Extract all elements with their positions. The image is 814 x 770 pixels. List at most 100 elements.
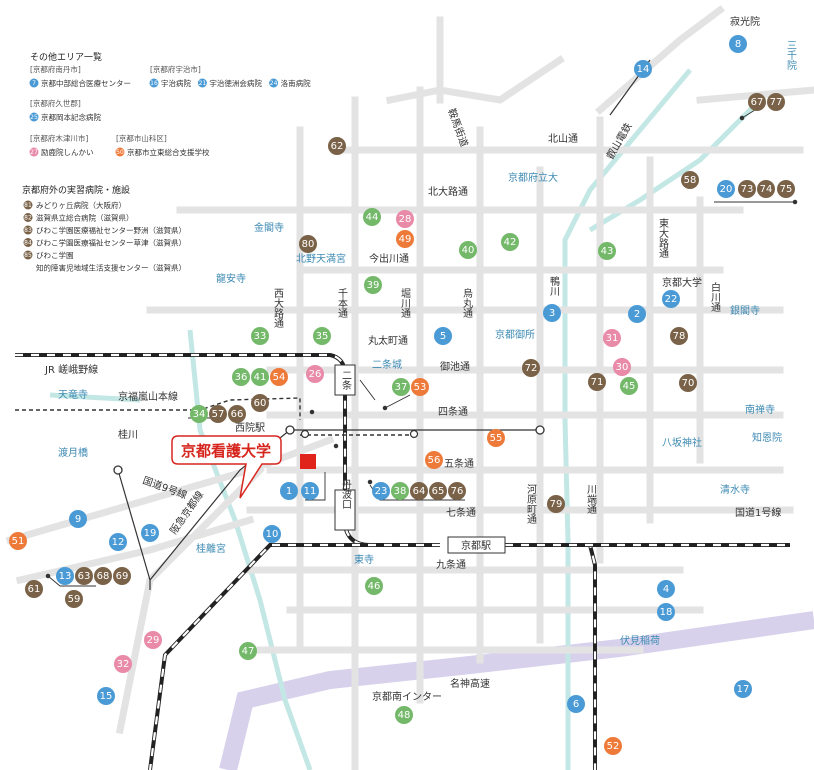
marker-18[interactable]: 18: [657, 603, 675, 621]
marker-69[interactable]: 69: [113, 567, 131, 585]
marker-13[interactable]: 13: [56, 567, 74, 585]
marker-76[interactable]: 76: [448, 482, 466, 500]
marker-15[interactable]: 15: [97, 687, 115, 705]
marker-77[interactable]: 77: [767, 93, 785, 111]
marker-73[interactable]: 73: [738, 180, 756, 198]
marker-circle[interactable]: [657, 580, 675, 598]
marker-circle[interactable]: [598, 242, 616, 260]
marker-circle[interactable]: [94, 567, 112, 585]
marker-12[interactable]: 12: [109, 533, 127, 551]
marker-26[interactable]: 26: [306, 365, 324, 383]
marker-80[interactable]: 80: [299, 235, 317, 253]
marker-circle[interactable]: [767, 93, 785, 111]
marker-58[interactable]: 58: [681, 171, 699, 189]
marker-47[interactable]: 47: [239, 642, 257, 660]
marker-circle[interactable]: [306, 365, 324, 383]
marker-circle[interactable]: [448, 482, 466, 500]
marker-74[interactable]: 74: [757, 180, 775, 198]
marker-75[interactable]: 75: [777, 180, 795, 198]
marker-34[interactable]: 34: [190, 405, 208, 423]
marker-37[interactable]: 37: [392, 378, 410, 396]
marker-circle[interactable]: [109, 533, 127, 551]
marker-10[interactable]: 10: [263, 525, 281, 543]
marker-40[interactable]: 40: [459, 241, 477, 259]
marker-56[interactable]: 56: [425, 451, 443, 469]
marker-circle[interactable]: [232, 368, 250, 386]
marker-circle[interactable]: [717, 180, 735, 198]
marker-39[interactable]: 39: [364, 276, 382, 294]
marker-circle[interactable]: [434, 327, 452, 345]
marker-circle[interactable]: [620, 377, 638, 395]
marker-42[interactable]: 42: [501, 233, 519, 251]
marker-28[interactable]: 28: [396, 210, 414, 228]
marker-36[interactable]: 36: [232, 368, 250, 386]
marker-circle[interactable]: [777, 180, 795, 198]
marker-circle[interactable]: [567, 695, 585, 713]
marker-64[interactable]: 64: [410, 482, 428, 500]
marker-circle[interactable]: [411, 378, 429, 396]
marker-9[interactable]: 9: [69, 510, 87, 528]
marker-circle[interactable]: [543, 304, 561, 322]
marker-62[interactable]: 62: [328, 137, 346, 155]
marker-22[interactable]: 22: [662, 290, 680, 308]
marker-52[interactable]: 52: [604, 737, 622, 755]
marker-circle[interactable]: [56, 567, 74, 585]
marker-circle[interactable]: [634, 60, 652, 78]
marker-14[interactable]: 14: [634, 60, 652, 78]
marker-circle[interactable]: [729, 35, 747, 53]
marker-circle[interactable]: [392, 378, 410, 396]
marker-circle[interactable]: [251, 327, 269, 345]
marker-circle[interactable]: [738, 180, 756, 198]
marker-2[interactable]: 2: [628, 305, 646, 323]
marker-35[interactable]: 35: [313, 327, 331, 345]
marker-circle[interactable]: [365, 577, 383, 595]
marker-circle[interactable]: [75, 567, 93, 585]
marker-53[interactable]: 53: [411, 378, 429, 396]
marker-63[interactable]: 63: [75, 567, 93, 585]
marker-20[interactable]: 20: [717, 180, 735, 198]
marker-57[interactable]: 57: [209, 405, 227, 423]
marker-circle[interactable]: [487, 429, 505, 447]
marker-54[interactable]: 54: [270, 368, 288, 386]
marker-circle[interactable]: [429, 482, 447, 500]
marker-30[interactable]: 30: [613, 358, 631, 376]
marker-circle[interactable]: [757, 180, 775, 198]
marker-circle[interactable]: [263, 525, 281, 543]
marker-circle[interactable]: [604, 737, 622, 755]
marker-circle[interactable]: [9, 532, 27, 550]
marker-31[interactable]: 31: [603, 329, 621, 347]
marker-circle[interactable]: [681, 171, 699, 189]
marker-61[interactable]: 61: [25, 580, 43, 598]
marker-circle[interactable]: [25, 580, 43, 598]
marker-circle[interactable]: [657, 603, 675, 621]
marker-59[interactable]: 59: [65, 590, 83, 608]
marker-circle[interactable]: [613, 358, 631, 376]
marker-51[interactable]: 51: [9, 532, 27, 550]
marker-circle[interactable]: [679, 374, 697, 392]
marker-72[interactable]: 72: [522, 359, 540, 377]
marker-circle[interactable]: [144, 631, 162, 649]
marker-17[interactable]: 17: [734, 680, 752, 698]
marker-circle[interactable]: [301, 482, 319, 500]
marker-60[interactable]: 60: [251, 394, 269, 412]
marker-68[interactable]: 68: [94, 567, 112, 585]
marker-5[interactable]: 5: [434, 327, 452, 345]
marker-67[interactable]: 67: [748, 93, 766, 111]
marker-44[interactable]: 44: [363, 208, 381, 226]
marker-circle[interactable]: [251, 368, 269, 386]
marker-circle[interactable]: [65, 590, 83, 608]
marker-45[interactable]: 45: [620, 377, 638, 395]
marker-79[interactable]: 79: [547, 495, 565, 513]
marker-23[interactable]: 23: [372, 482, 390, 500]
marker-6[interactable]: 6: [567, 695, 585, 713]
marker-49[interactable]: 49: [396, 230, 414, 248]
marker-circle[interactable]: [603, 329, 621, 347]
marker-65[interactable]: 65: [429, 482, 447, 500]
marker-1[interactable]: 1: [280, 482, 298, 500]
marker-70[interactable]: 70: [679, 374, 697, 392]
marker-circle[interactable]: [395, 706, 413, 724]
marker-circle[interactable]: [69, 510, 87, 528]
marker-46[interactable]: 46: [365, 577, 383, 595]
marker-78[interactable]: 78: [670, 327, 688, 345]
marker-71[interactable]: 71: [588, 373, 606, 391]
